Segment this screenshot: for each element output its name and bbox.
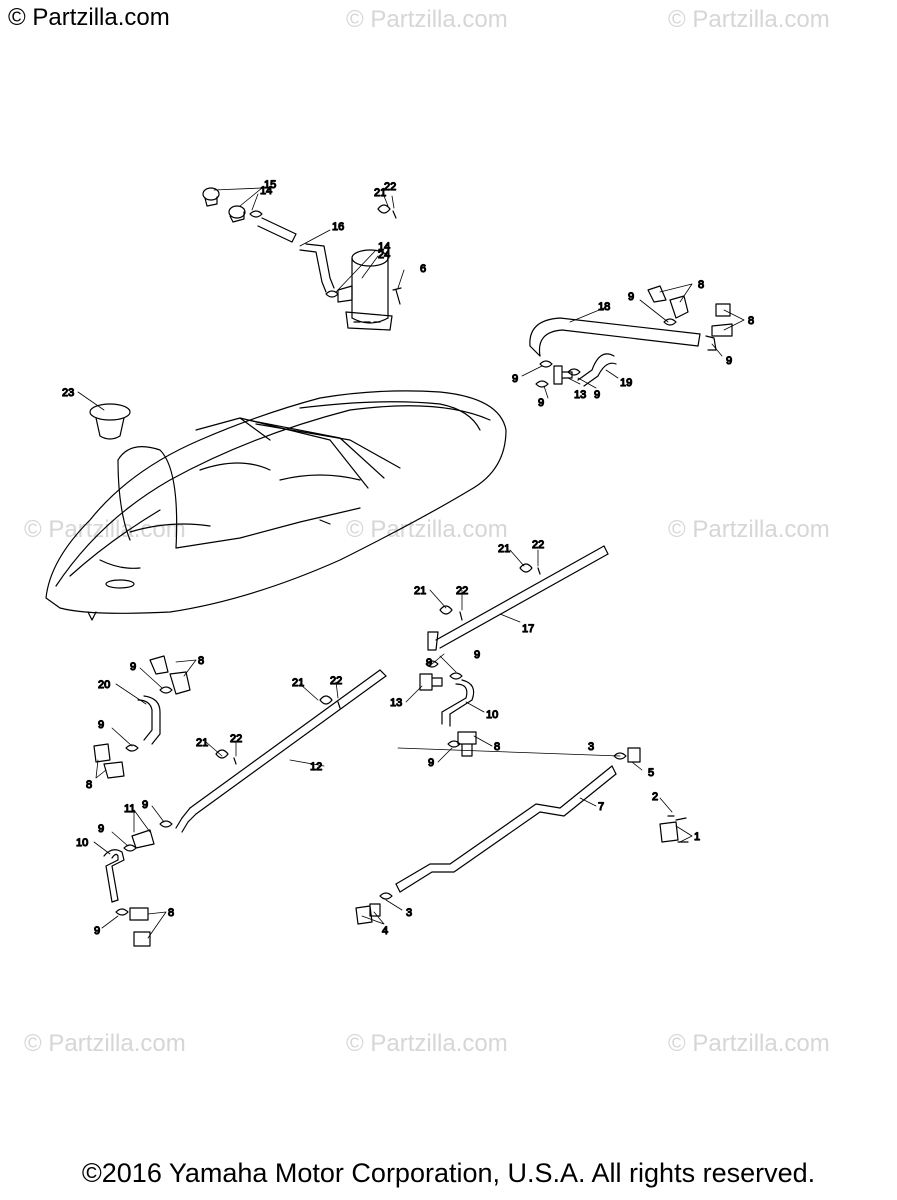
callout-22: 22 [456,585,468,597]
callout-21: 21 [292,677,304,689]
hose-12 [175,669,387,833]
callout-labels: 15 14 21 22 16 14 24 6 8 9 18 8 9 9 13 9… [61,178,754,937]
callout-21: 21 [414,585,426,597]
watermark: © Partzilla.com [346,516,508,543]
hose-10-group [103,820,173,947]
callout-11: 11 [124,803,135,815]
callout-13: 13 [574,389,586,401]
callout-9: 9 [594,389,600,401]
watermark: © Partzilla.com [668,1030,830,1057]
callout-13: 13 [390,697,402,709]
bilge-pump-assembly [202,187,402,331]
callout-10: 10 [76,837,88,849]
leader-lines [77,187,745,939]
callout-9: 9 [474,649,480,661]
callout-23: 23 [62,387,74,399]
callout-2: 2 [652,791,658,803]
callout-9: 9 [426,657,432,669]
callout-9: 9 [538,397,544,409]
callout-22: 22 [330,675,342,687]
cup-holder [89,403,131,440]
callout-12: 12 [310,761,322,773]
callout-9: 9 [130,661,136,673]
footer-copyright: ©2016 Yamaha Motor Corporation, U.S.A. A… [81,1158,816,1188]
callout-22: 22 [230,733,242,745]
callout-3: 3 [588,741,594,753]
callout-10: 10 [486,709,498,721]
callout-20: 20 [98,679,110,691]
callout-9: 9 [512,373,518,385]
callout-17: 17 [522,623,534,635]
callout-8: 8 [698,279,704,291]
callout-16: 16 [332,221,344,233]
watermark: © Partzilla.com [24,1030,186,1057]
callout-8: 8 [86,779,92,791]
watermark: © Partzilla.com [346,6,508,33]
callout-22: 22 [532,539,544,551]
watermark: © Partzilla.com [24,516,186,543]
callout-21: 21 [374,187,386,199]
callout-5: 5 [648,767,654,779]
boat-hull [45,390,507,621]
callout-3: 3 [406,907,412,919]
callout-9: 9 [628,291,634,303]
callout-9: 9 [98,823,104,835]
callout-14: 14 [378,241,390,253]
callout-8: 8 [198,655,204,667]
callout-9: 9 [428,757,434,769]
hose-17 [419,545,609,757]
callout-21: 21 [498,543,510,555]
callout-18: 18 [598,301,610,313]
callout-8: 8 [168,907,174,919]
watermark: © Partzilla.com [346,1030,508,1057]
callout-8: 8 [494,741,500,753]
callout-14: 14 [260,185,272,197]
callout-19: 19 [620,377,632,389]
callout-8: 8 [748,315,754,327]
callout-9: 9 [142,799,148,811]
watermark: © Partzilla.com [668,516,830,543]
callout-24: 24 [378,249,390,261]
callout-9: 9 [94,925,100,937]
copyright-header: © Partzilla.com [8,4,170,31]
callout-9: 9 [98,719,104,731]
callout-21: 21 [196,737,208,749]
hose-7-group [355,747,689,925]
callout-1: 1 [694,831,700,843]
callout-6: 6 [420,263,426,275]
callout-4: 4 [382,925,388,937]
upper-drain-hose-group [529,285,733,388]
hose-20-group [93,655,191,779]
watermark: © Partzilla.com [668,6,830,33]
callout-9: 9 [726,355,732,367]
callout-15: 15 [264,179,276,191]
callout-22: 22 [384,181,396,193]
callout-7: 7 [598,801,604,813]
